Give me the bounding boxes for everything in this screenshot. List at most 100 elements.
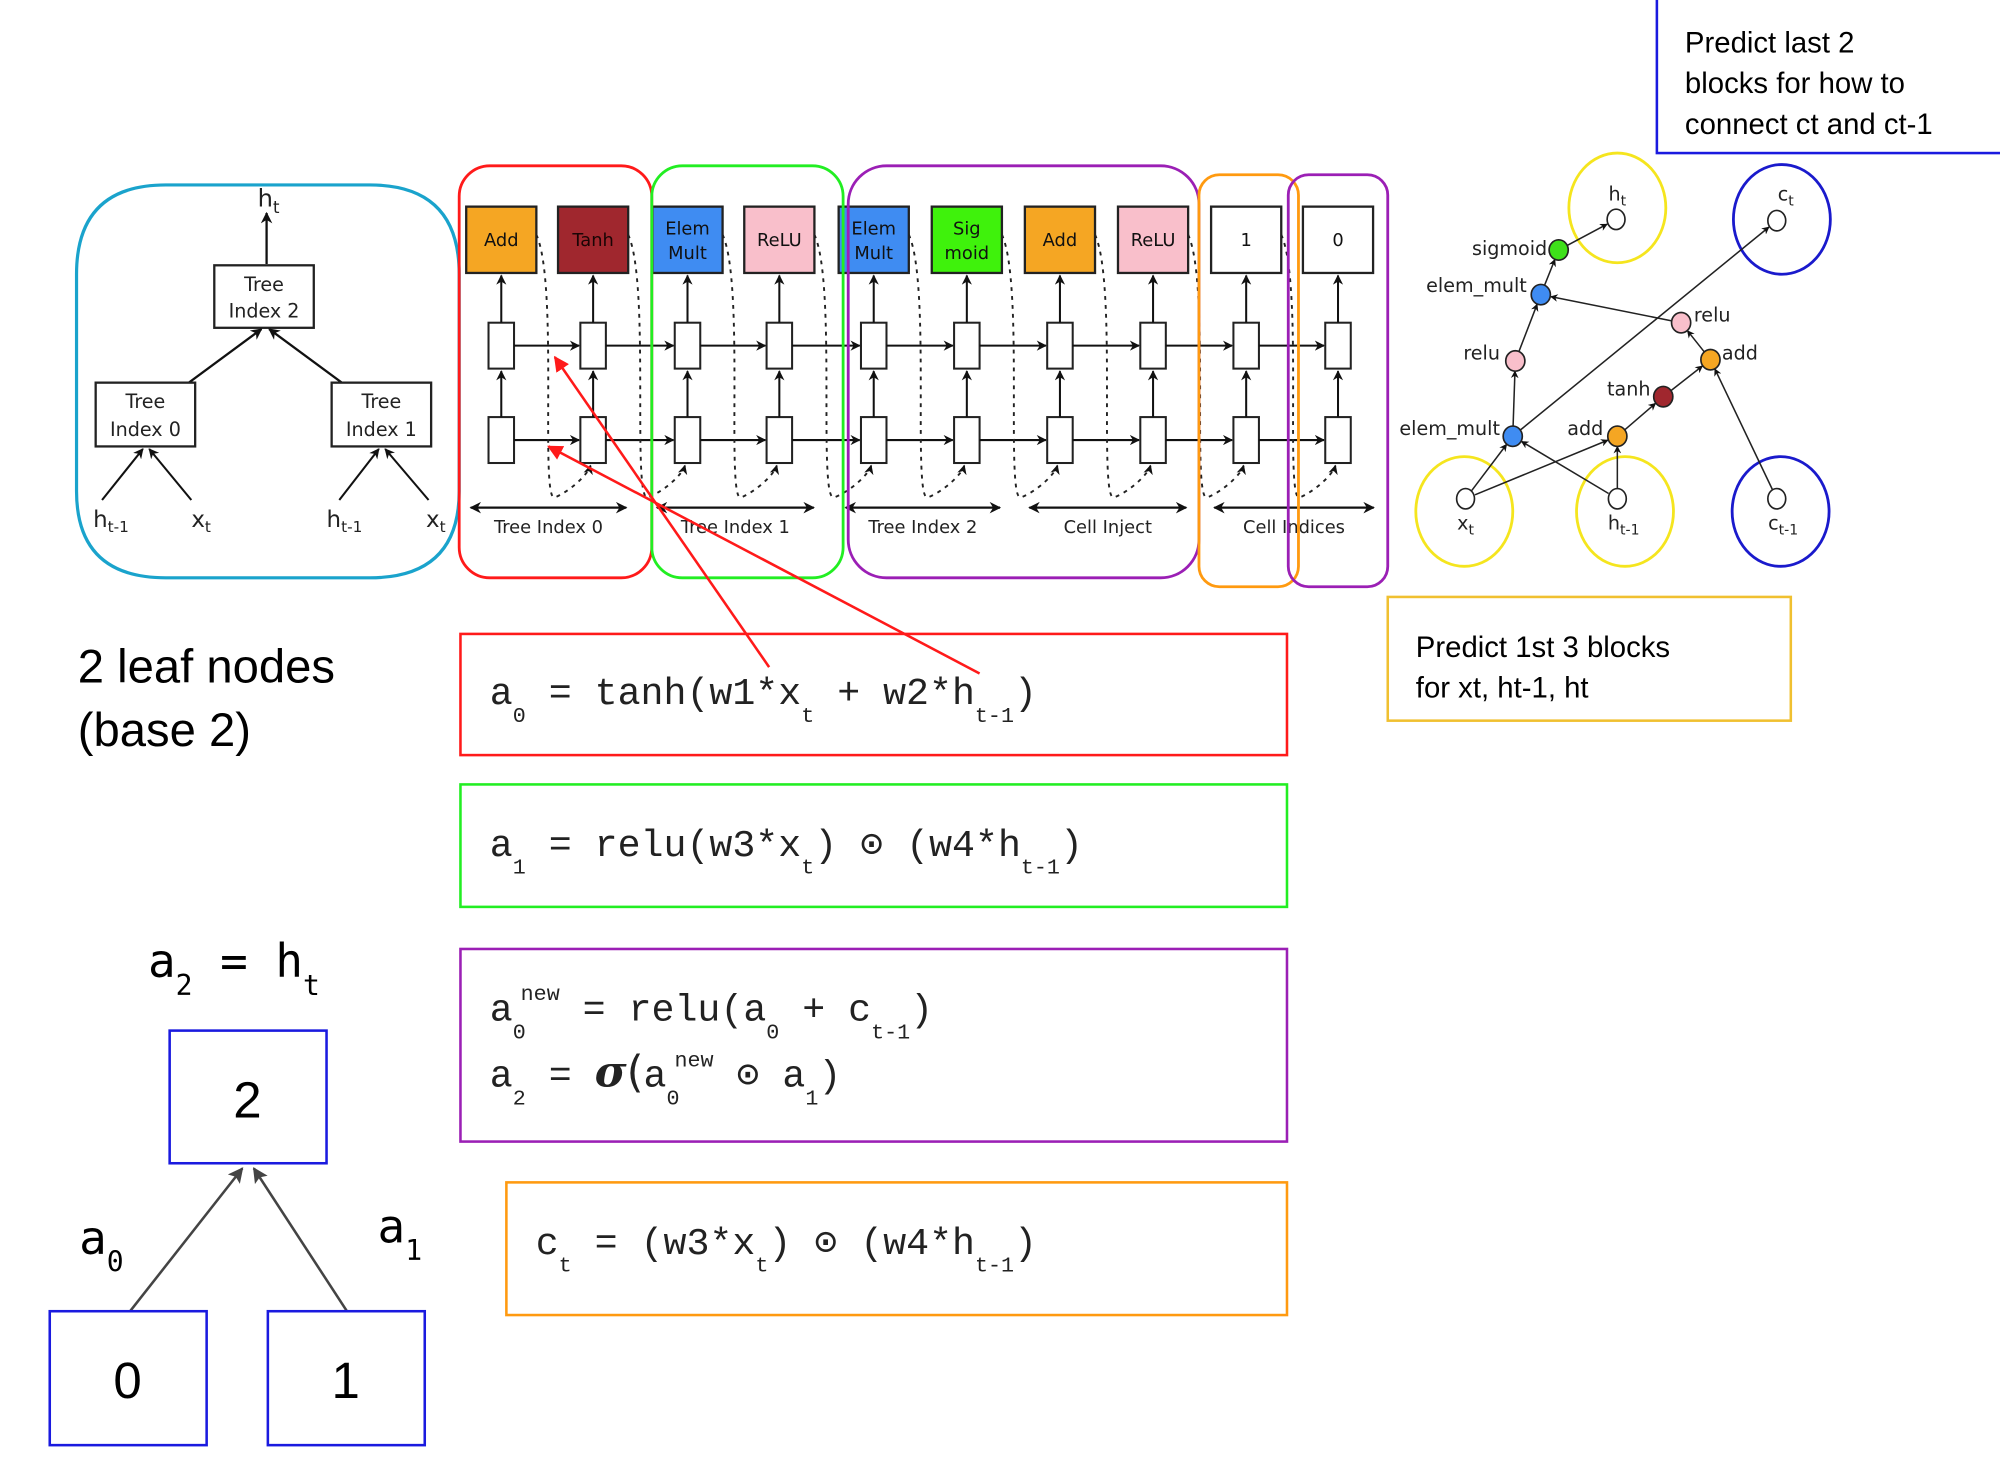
tree-node-root bbox=[213, 264, 315, 329]
lstm-cell-upper bbox=[1139, 321, 1167, 370]
tree-node-label: Tree bbox=[243, 273, 284, 296]
equation-ct: ct = (w3*xt) ⊙ (w4*ht-1) bbox=[505, 1181, 1289, 1317]
equation-text: a0 = tanh(w1*xt + w2*ht-1) bbox=[490, 673, 1037, 729]
lstm-cell-upper bbox=[765, 321, 794, 370]
op-block bbox=[651, 205, 724, 275]
group-outline-cell-index-0 bbox=[1286, 173, 1390, 589]
tree-node-label: 2 bbox=[233, 1071, 261, 1128]
lstm-cell-upper bbox=[1232, 321, 1260, 370]
lstm-cell-upper bbox=[487, 321, 516, 370]
lstm-cell-upper bbox=[859, 321, 888, 370]
caption-line: 2 leaf nodes bbox=[78, 640, 335, 693]
op-block bbox=[1209, 205, 1283, 275]
op-label: Add bbox=[1043, 230, 1078, 251]
segment-label: Tree Index 0 bbox=[493, 517, 603, 538]
leaf-nodes-caption: 2 leaf nodes (base 2) bbox=[78, 640, 335, 757]
graph-node-label: elem_mult bbox=[1399, 417, 1500, 440]
lstm-cell-lower bbox=[1324, 416, 1352, 465]
dotted-feedback-arrow bbox=[1094, 234, 1153, 499]
highlight-circle bbox=[1414, 455, 1515, 568]
op-label: Sig bbox=[953, 219, 981, 240]
equation-text: a0new = relu(a0 + ct-1) bbox=[490, 982, 933, 1045]
op-block bbox=[465, 205, 538, 275]
dotted-feedback-arrow bbox=[907, 234, 967, 499]
graph-edge bbox=[1567, 223, 1608, 246]
graph-edge bbox=[1550, 294, 1672, 322]
op-block bbox=[1301, 205, 1375, 275]
op-block bbox=[930, 205, 1004, 275]
tree-node-0 bbox=[48, 1309, 208, 1447]
lstm-cell-lower bbox=[859, 416, 888, 465]
lstm-cell-upper bbox=[1324, 321, 1352, 370]
red-arrow-w2 bbox=[547, 445, 981, 675]
highlight-circle bbox=[1567, 151, 1668, 265]
graph-edge bbox=[1520, 226, 1770, 431]
graph-node-label: ct bbox=[1778, 182, 1795, 209]
graph-node-tanh bbox=[1652, 385, 1674, 408]
dotted-feedback-arrow bbox=[535, 234, 593, 499]
tree-node-label: Index 2 bbox=[229, 300, 300, 323]
graph-node-label: xt bbox=[1457, 511, 1474, 538]
edge-label-a1: a1 bbox=[378, 1199, 423, 1267]
lstm-cell-lower bbox=[487, 416, 516, 465]
tree-input-label: ht-1 bbox=[93, 507, 129, 536]
op-block bbox=[743, 205, 816, 275]
highlight-circle bbox=[1732, 163, 1832, 276]
note-line: blocks for how to bbox=[1685, 67, 1905, 100]
op-label: moid bbox=[945, 243, 990, 264]
graph-node-ht bbox=[1606, 208, 1626, 231]
graph-node-relu-right bbox=[1670, 311, 1692, 334]
tree-structure-diagram: ht Tree Index 2 Tree Index 0 Tree Index … bbox=[74, 183, 461, 580]
edge-label-a0: a0 bbox=[79, 1211, 124, 1279]
highlight-circle bbox=[1575, 455, 1675, 568]
lstm-cell-lower bbox=[953, 416, 981, 465]
dotted-feedback-arrow bbox=[1280, 234, 1338, 499]
graph-edge bbox=[1714, 368, 1774, 490]
tree-output-label: ht bbox=[258, 185, 280, 217]
equation-a1: a1 = relu(w3*xt) ⊙ (w4*ht-1) bbox=[459, 783, 1289, 909]
note-predict-first-blocks: Predict 1st 3 blocks for xt, ht-1, ht bbox=[1386, 595, 1793, 722]
lstm-cell-upper bbox=[1046, 321, 1074, 370]
graph-edge bbox=[1471, 443, 1508, 492]
tree-node-label: 1 bbox=[331, 1352, 359, 1409]
graph-node-ht1 bbox=[1607, 487, 1628, 510]
note-predict-last-blocks: Predict last 2 blocks for how to connect… bbox=[1655, 0, 2000, 155]
tree-input-label: xt bbox=[426, 507, 446, 536]
graph-edge bbox=[1520, 440, 1609, 495]
note-line: for xt, ht-1, ht bbox=[1416, 672, 1589, 705]
equation-a2: a0new = relu(a0 + ct-1) a2 = σ(a0new ⊙ a… bbox=[459, 947, 1289, 1143]
graph-node-add-top bbox=[1700, 348, 1721, 371]
graph-node-label: add bbox=[1567, 417, 1603, 440]
lstm-cell-lower bbox=[1232, 416, 1260, 465]
small-tree: a2 = ht 2 a0 a1 0 1 bbox=[48, 934, 427, 1447]
graph-node-ct bbox=[1767, 209, 1787, 232]
dotted-feedback-arrow bbox=[813, 234, 874, 499]
op-label: Elem bbox=[851, 219, 896, 240]
note-line: connect ct and ct-1 bbox=[1685, 108, 1933, 141]
graph-node-elem-mult-top bbox=[1530, 283, 1552, 306]
equation-text: ct = (w3*xt) ⊙ (w4*ht-1) bbox=[536, 1223, 1037, 1279]
controller-group-outlines bbox=[457, 164, 1390, 589]
op-block bbox=[837, 205, 910, 275]
op-block bbox=[1116, 205, 1190, 275]
equation-a0: a0 = tanh(w1*xt + w2*ht-1) bbox=[459, 632, 1289, 757]
op-block bbox=[556, 205, 630, 275]
lstm-cell-upper bbox=[579, 321, 607, 370]
group-outline-cell-index-1 bbox=[1197, 173, 1300, 589]
graph-node-elem-mult-bottom bbox=[1502, 425, 1524, 448]
graph-edge bbox=[1510, 370, 1519, 427]
lstm-cell-lower bbox=[1046, 416, 1074, 465]
op-label: Elem bbox=[665, 219, 710, 240]
graph-node-label: relu bbox=[1694, 303, 1731, 326]
tree-node-1 bbox=[266, 1309, 427, 1447]
tree-node-left bbox=[94, 381, 197, 448]
graph-node-label: ht-1 bbox=[1608, 511, 1640, 538]
graph-edge bbox=[1670, 365, 1704, 391]
equation-text: a2 = σ(a0new ⊙ a1) bbox=[490, 1047, 842, 1112]
segment-label: Tree Index 1 bbox=[680, 517, 790, 538]
lstm-cell-upper bbox=[673, 321, 702, 370]
segment-label: Tree Index 2 bbox=[867, 517, 977, 538]
note-line: Predict 1st 3 blocks bbox=[1416, 631, 1670, 664]
